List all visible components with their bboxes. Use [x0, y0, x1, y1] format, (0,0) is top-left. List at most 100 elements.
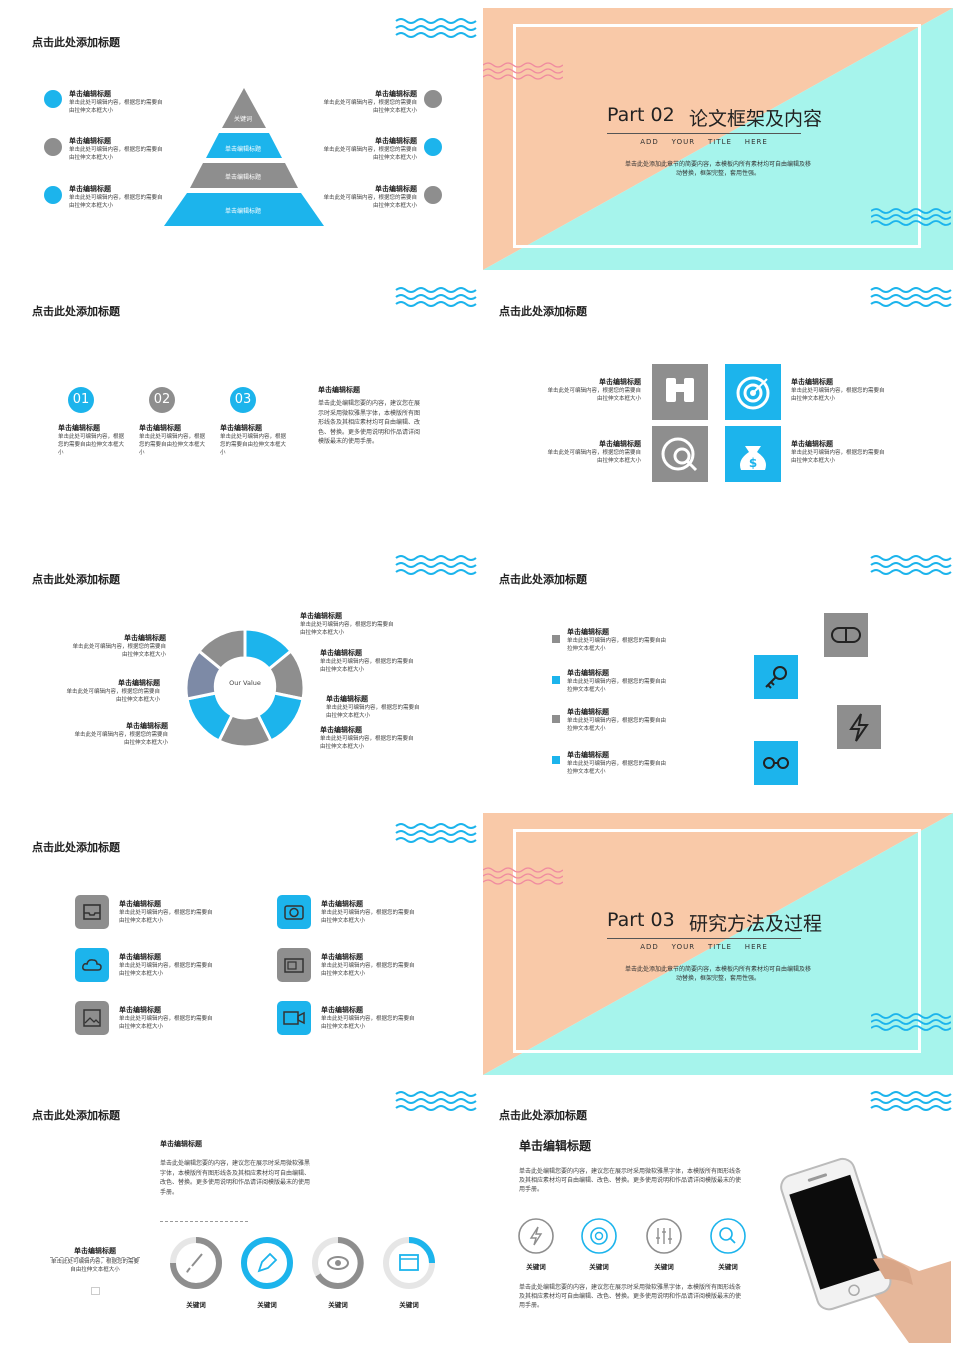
bullet-dot-icon: [44, 138, 62, 156]
phone-paragraph-bottom: 单击此处编辑您要的内容，建议您在展示时采用微软雅黑字体，本模版所有图形线条及其相…: [519, 1284, 742, 1309]
browser-icon: [383, 1237, 435, 1289]
list-item: 单击编辑标题单击此处可编辑内容，根据您的需要自由拉伸文本框大小: [567, 708, 667, 732]
small-box-icon: [91, 1287, 100, 1295]
slide-phone[interactable]: 点击此处添加标题 单击编辑标题 单击此处编辑您要的内容，建议您在展示时采用微软雅…: [483, 1081, 953, 1343]
globe-search-icon: [652, 426, 708, 482]
item-right-2: 单击编辑标题单击此处可编辑内容，根据您的需要自由拉伸文本框大小: [323, 137, 417, 161]
value-item: 单击编辑标题单击此处可编辑内容，根据您的需要自由拉伸文本框大小: [320, 649, 414, 673]
phone-paragraph-top: 单击此处编辑您要的内容，建议您在展示时采用微软雅黑字体，本模版所有图形线条及其相…: [519, 1168, 742, 1193]
part-number: Part 02: [607, 104, 675, 126]
camera-icon: [277, 895, 311, 929]
bullet-dot-icon: [44, 186, 62, 204]
item-right-3: 单击编辑标题单击此处可编辑内容，根据您的需要自由拉伸文本框大小: [323, 185, 417, 209]
number-badge: 02: [149, 387, 175, 413]
square-item: 单击编辑标题单击此处可编辑内容，根据您的需要自由拉伸文本框大小: [791, 378, 885, 402]
cloud-icon: [75, 948, 109, 982]
icon-list-item: 单击编辑标题单击此处可编辑内容，根据您的需要自由拉伸文本框大小: [321, 1006, 415, 1030]
diagonal-background: [483, 813, 953, 1075]
lightning-circle-icon: [518, 1218, 554, 1254]
image-icon: [75, 1001, 109, 1035]
number-item: 单击编辑标题单击此处可编辑内容，根据您的需要自由拉伸文本框大小: [139, 424, 206, 456]
slide-icon-squares[interactable]: 点击此处添加标题 单击编辑标题单击此处可编辑内容，根据您的需要自由拉伸文本框大小…: [483, 277, 953, 539]
keyword-label: 关键词: [526, 1263, 546, 1271]
part-name: 论文框架及内容: [689, 108, 823, 130]
item-right-1: 单击编辑标题单击此处可编辑内容，根据您的需要自由拉伸文本框大小: [323, 90, 417, 114]
eye-icon: [312, 1237, 364, 1289]
slide-pyramid[interactable]: 点击此处添加标题 单击编辑标题单击此处可编辑内容，根据您的需要自由拉伸文本框大小…: [8, 8, 478, 272]
keyword-label: 关键词: [186, 1301, 206, 1309]
phone-heading: 单击编辑标题: [519, 1139, 592, 1153]
slide-title: 点击此处添加标题: [499, 573, 587, 586]
icon-list-item: 单击编辑标题单击此处可编辑内容，根据您的需要自由拉伸文本框大小: [119, 953, 213, 977]
search-circle-icon: [710, 1218, 746, 1254]
part-description: 单击此处添加此章节的简要内容，本模板内所有素材均可自由编辑及移动替换，框架完整，…: [624, 161, 811, 177]
slide-part-02[interactable]: Part 02 论文框架及内容 ADD YOUR TITLE HERE 单击此处…: [483, 8, 953, 270]
pyramid-label: 关键词: [233, 116, 252, 123]
wave-decoration-icon: [395, 18, 477, 38]
key-icon: [754, 655, 798, 699]
keyword-paragraph: 单击编辑标题单击此处编辑您要的内容，建议您在展示时采用微软雅黑字体，本模版所有图…: [160, 1140, 311, 1196]
slide-title: 点击此处添加标题: [32, 1109, 120, 1122]
keyword-label: 关键词: [718, 1263, 738, 1271]
lifebuoy-icon: [581, 1218, 617, 1254]
divider: [607, 938, 801, 939]
number-item: 单击编辑标题单击此处可编辑内容，根据您的需要自由拉伸文本框大小: [220, 424, 287, 456]
slide-title: 点击此处添加标题: [32, 36, 120, 49]
part-description: 单击此处添加此章节的简要内容，本模板内所有素材均可自由编辑及移动替换，框架完整，…: [624, 966, 811, 982]
keyword-label: 关键词: [399, 1301, 419, 1309]
keyword-label: 关键词: [654, 1263, 674, 1271]
slide-title: 点击此处添加标题: [499, 305, 587, 318]
pen-icon: [241, 1237, 293, 1289]
item-left-2: 单击编辑标题单击此处可编辑内容，根据您的需要自由拉伸文本框大小: [69, 137, 163, 161]
wave-decoration-icon: [870, 555, 952, 575]
wave-decoration-icon: [870, 1091, 952, 1111]
pill-icon: [824, 613, 868, 657]
target-icon: [725, 364, 781, 420]
diagonal-background: [483, 8, 953, 270]
slide-numbers[interactable]: 点击此处添加标题 01 02 03 单击编辑标题单击此处可编辑内容，根据您的需要…: [8, 277, 478, 539]
pyramid-label: 单击编辑标题: [224, 208, 261, 215]
pyramid-label: 单击编辑标题: [224, 174, 261, 181]
binoculars-icon: [652, 364, 708, 420]
money-bag-icon: $: [725, 426, 781, 482]
slide-value-ring[interactable]: 点击此处添加标题 Our Value 单击编辑标题单击此处可编辑内容，根据您的需…: [8, 545, 478, 807]
inbox-icon: [75, 895, 109, 929]
pink-wave-icon: [483, 867, 563, 885]
list-item: 单击编辑标题单击此处可编辑内容，根据您的需要自由拉伸文本框大小: [567, 751, 667, 775]
white-frame: [513, 829, 921, 1053]
icon-list-item: 单击编辑标题单击此处可编辑内容，根据您的需要自由拉伸文本框大小: [321, 900, 415, 924]
video-camera-icon: [277, 1001, 311, 1035]
slide-keyword-rings[interactable]: 点击此处添加标题 单击编辑标题单击此处编辑您要的内容，建议您在展示时采用微软雅黑…: [8, 1081, 478, 1343]
value-item: 单击编辑标题单击此处可编辑内容，根据您的需要自由拉伸文本框大小: [320, 726, 414, 750]
bullet-dot-icon: [424, 138, 442, 156]
square-item: 单击编辑标题单击此处可编辑内容，根据您的需要自由拉伸文本框大小: [547, 378, 641, 402]
slide-square-list[interactable]: 点击此处添加标题 单击编辑标题单击此处可编辑内容，根据您的需要自由拉伸文本框大小…: [483, 545, 953, 807]
slide-part-03[interactable]: Part 03 研究方法及过程 ADD YOUR TITLE HERE 单击此处…: [483, 813, 953, 1075]
keyword-label: 关键词: [589, 1263, 609, 1271]
keyword-side-item: 单击编辑标题单击此处可编辑内容，根据您的需要自由拉伸文本框大小: [50, 1247, 140, 1273]
square-bullet-icon: [552, 756, 560, 764]
wave-decoration-icon: [395, 823, 477, 843]
pink-wave-icon: [483, 62, 563, 80]
keyword-label: 关键词: [328, 1301, 348, 1309]
wave-decoration-icon: [395, 287, 477, 307]
equalizer-icon: [646, 1218, 682, 1254]
hand-phone-image: [780, 1157, 951, 1343]
keyword-label: 关键词: [257, 1301, 277, 1309]
part-number: Part 03: [607, 909, 675, 931]
value-item: 单击编辑标题单击此处可编辑内容，根据您的需要自由拉伸文本框大小: [66, 679, 160, 703]
value-item: 单击编辑标题单击此处可编辑内容，根据您的需要自由拉伸文本框大小: [300, 612, 394, 636]
number-item: 单击编辑标题单击此处可编辑内容，根据您的需要自由拉伸文本框大小: [58, 424, 125, 456]
blue-wave-icon: [871, 208, 951, 226]
slide-title: 点击此处添加标题: [499, 1109, 587, 1122]
square-item: 单击编辑标题单击此处可编辑内容，根据您的需要自由拉伸文本框大小: [547, 440, 641, 464]
bullet-dot-icon: [424, 186, 442, 204]
icon-list-item: 单击编辑标题单击此处可编辑内容，根据您的需要自由拉伸文本框大小: [119, 900, 213, 924]
pyramid-chart: [164, 88, 324, 226]
bullet-dot-icon: [424, 90, 442, 108]
number-paragraph: 单击编辑标题单击此处编辑您要的内容，建议您在展示时采用微软雅黑字体，本模版所有图…: [318, 386, 421, 445]
slide-icon-list[interactable]: 点击此处添加标题 单击编辑标题单击此处可编辑内容，根据您的需要自由拉伸文本框大小…: [8, 813, 478, 1075]
part-subtitle: ADD YOUR TITLE HERE: [640, 943, 768, 951]
svg-text:$: $: [749, 456, 757, 470]
